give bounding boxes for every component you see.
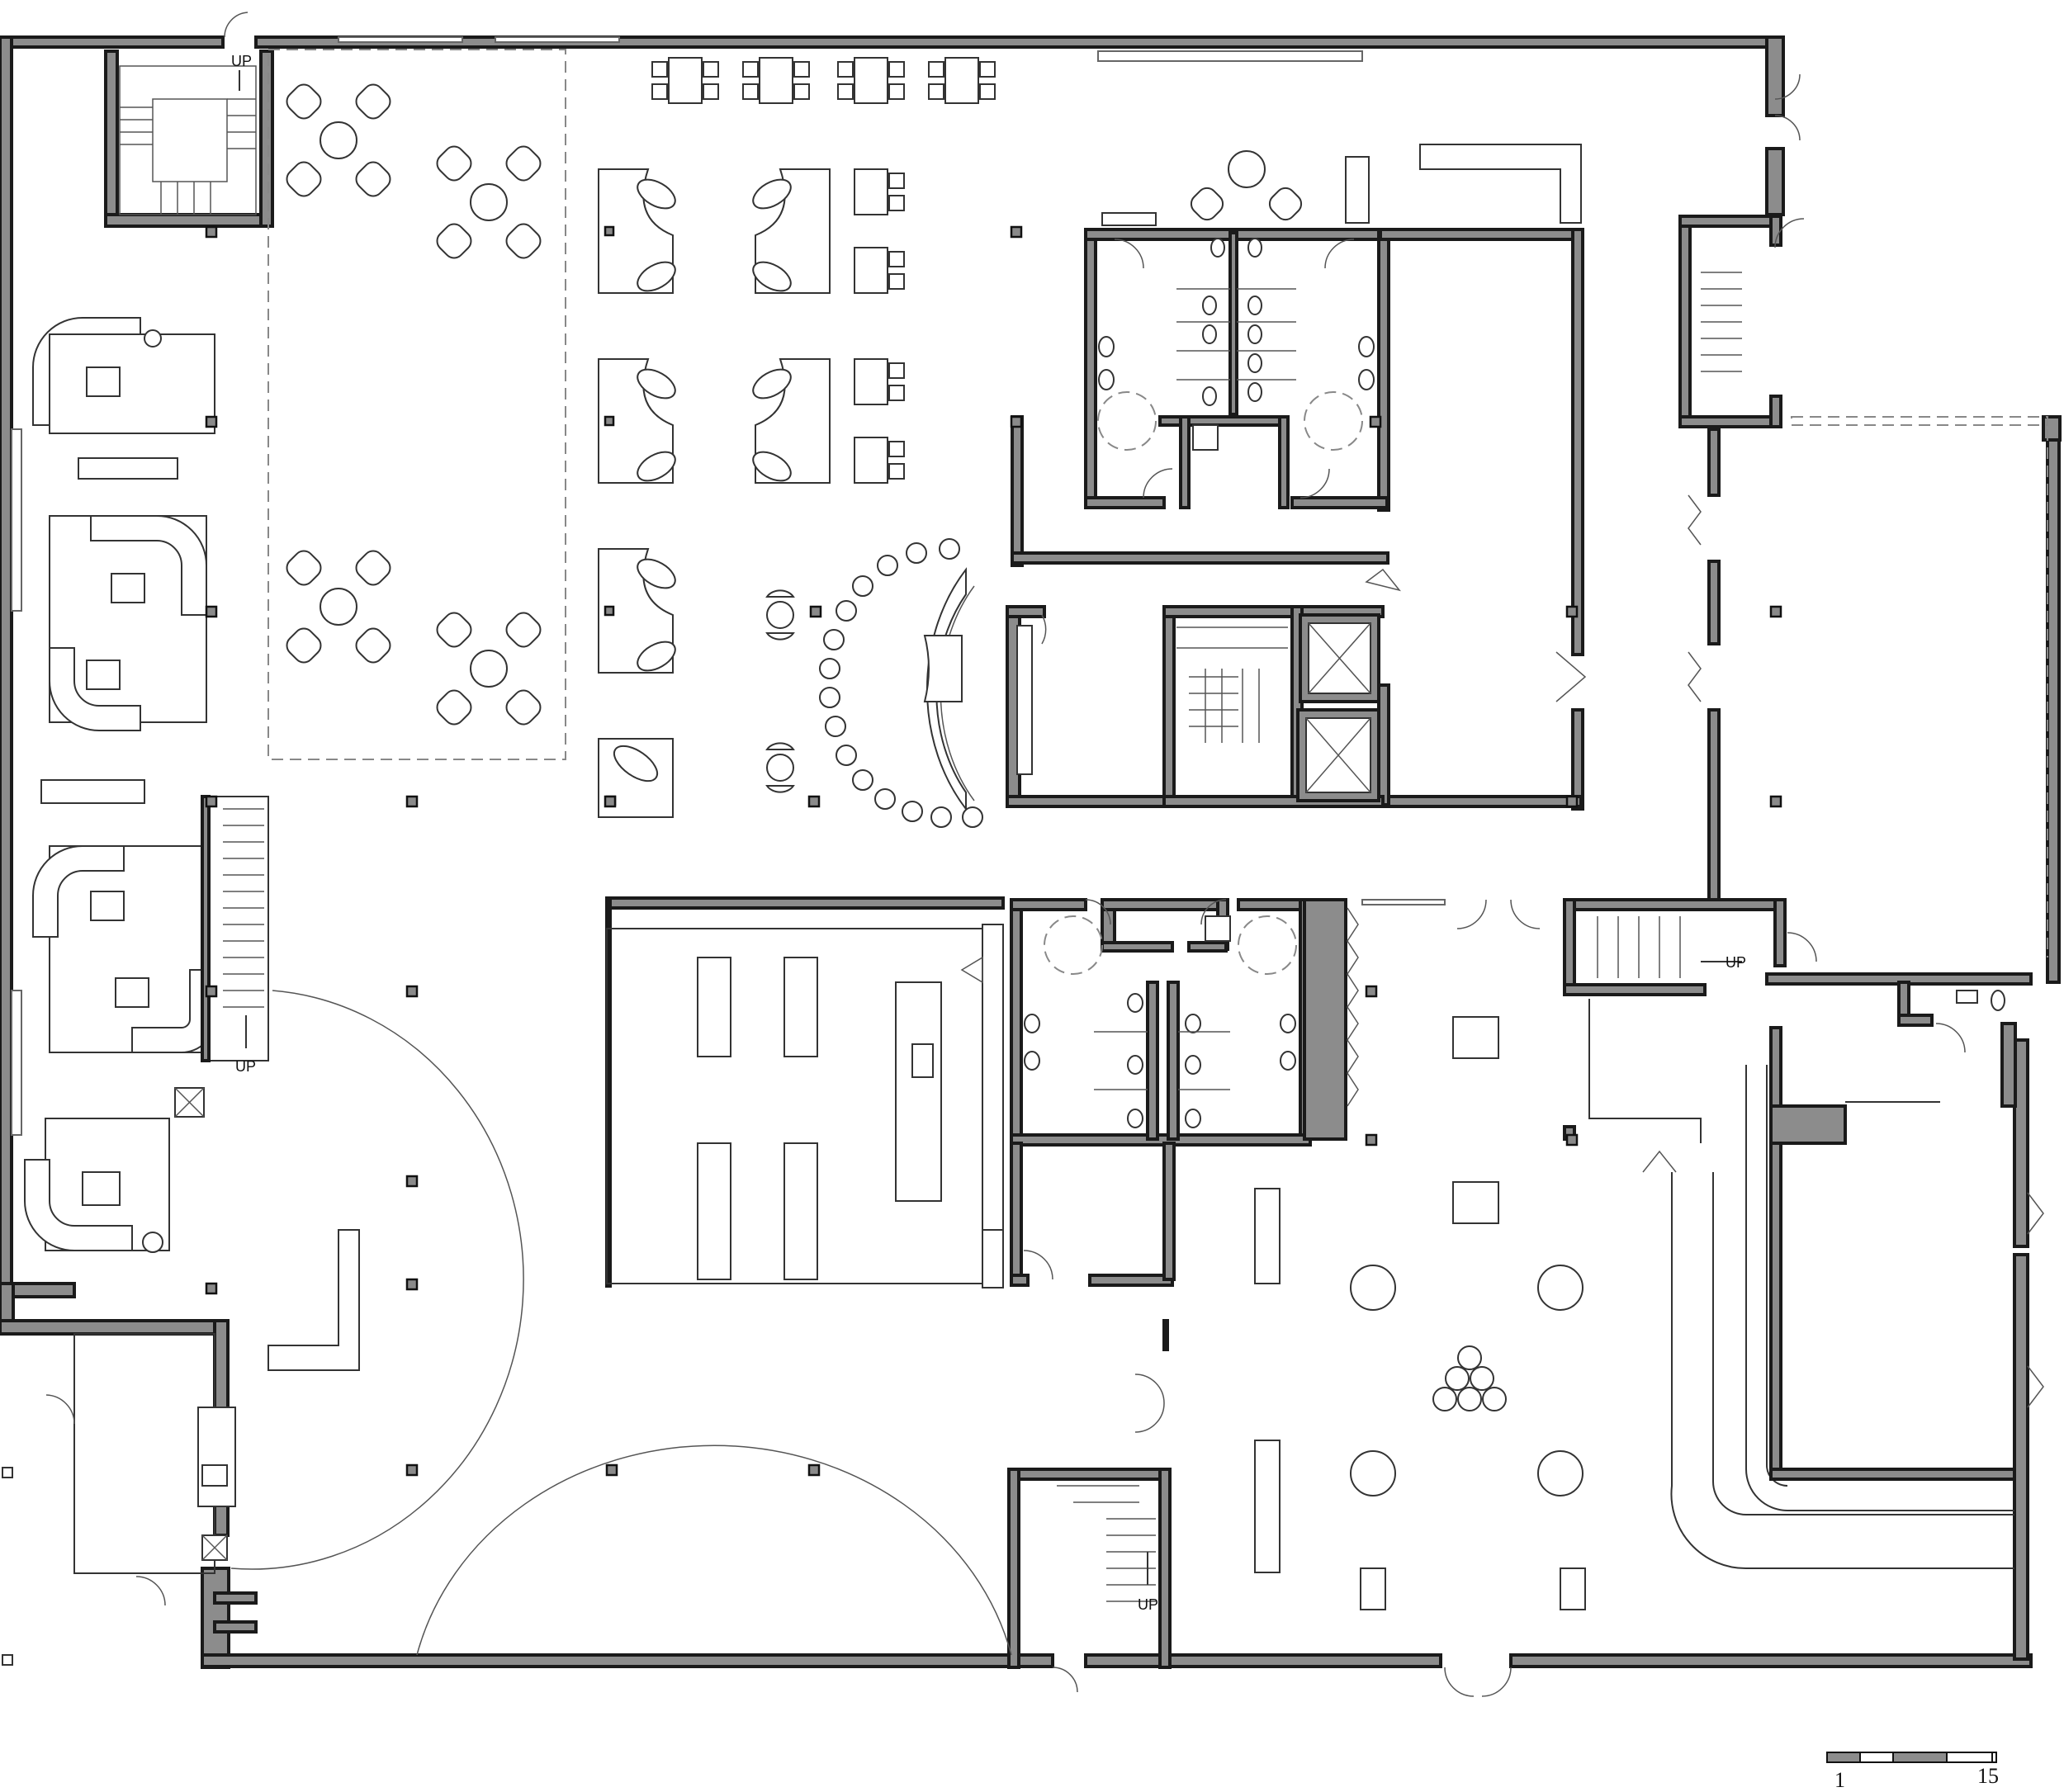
- north-lounge-chairs: [1101, 144, 1582, 226]
- north-restrooms: [1084, 228, 1390, 512]
- central-booth-pods: [598, 168, 905, 818]
- scale-bar: 1 15: [1826, 1752, 1999, 1792]
- west-lounge-booths: [11, 317, 215, 1253]
- round-table-cluster: [436, 145, 542, 259]
- stair-up-label-northwest: UP: [231, 53, 252, 69]
- south-restrooms: [1010, 898, 1359, 1147]
- southeast-event-room: UP: [1254, 898, 1817, 1610]
- curved-bar-counter: [819, 538, 983, 828]
- south-entry-doors: [1361, 899, 1541, 1697]
- round-table-cluster: [286, 83, 391, 197]
- south-center-walls: UP: [1007, 1142, 1176, 1693]
- west-central-stair: UP: [174, 795, 269, 1118]
- northwest-stair: UP: [104, 12, 274, 228]
- stair-up-label-east: UP: [1726, 954, 1746, 971]
- central-core: [1006, 605, 1385, 808]
- northeast-office: [1011, 228, 1587, 811]
- southwest-office: [2, 1333, 258, 1666]
- east-entry-zone: [1688, 416, 2048, 957]
- east-curved-corridor: [1670, 981, 2044, 1570]
- curved-floor-patterns: [230, 990, 1012, 1656]
- northwest-dining-area: [267, 49, 566, 760]
- north-table-row: [651, 57, 996, 104]
- scale-bar-end-label: 15: [1977, 1764, 1999, 1788]
- stair-up-label-south: UP: [1138, 1596, 1158, 1613]
- stair-up-label-west: UP: [235, 1058, 256, 1075]
- kitchen: [605, 896, 1005, 1288]
- exterior-walls: [0, 35, 2062, 1669]
- northeast-stair: [1678, 73, 1805, 428]
- round-table-cluster: [286, 550, 391, 664]
- scale-bar-start-label: 1: [1834, 1768, 1845, 1792]
- round-table-cluster: [436, 612, 542, 726]
- structural-columns: [205, 225, 1782, 1477]
